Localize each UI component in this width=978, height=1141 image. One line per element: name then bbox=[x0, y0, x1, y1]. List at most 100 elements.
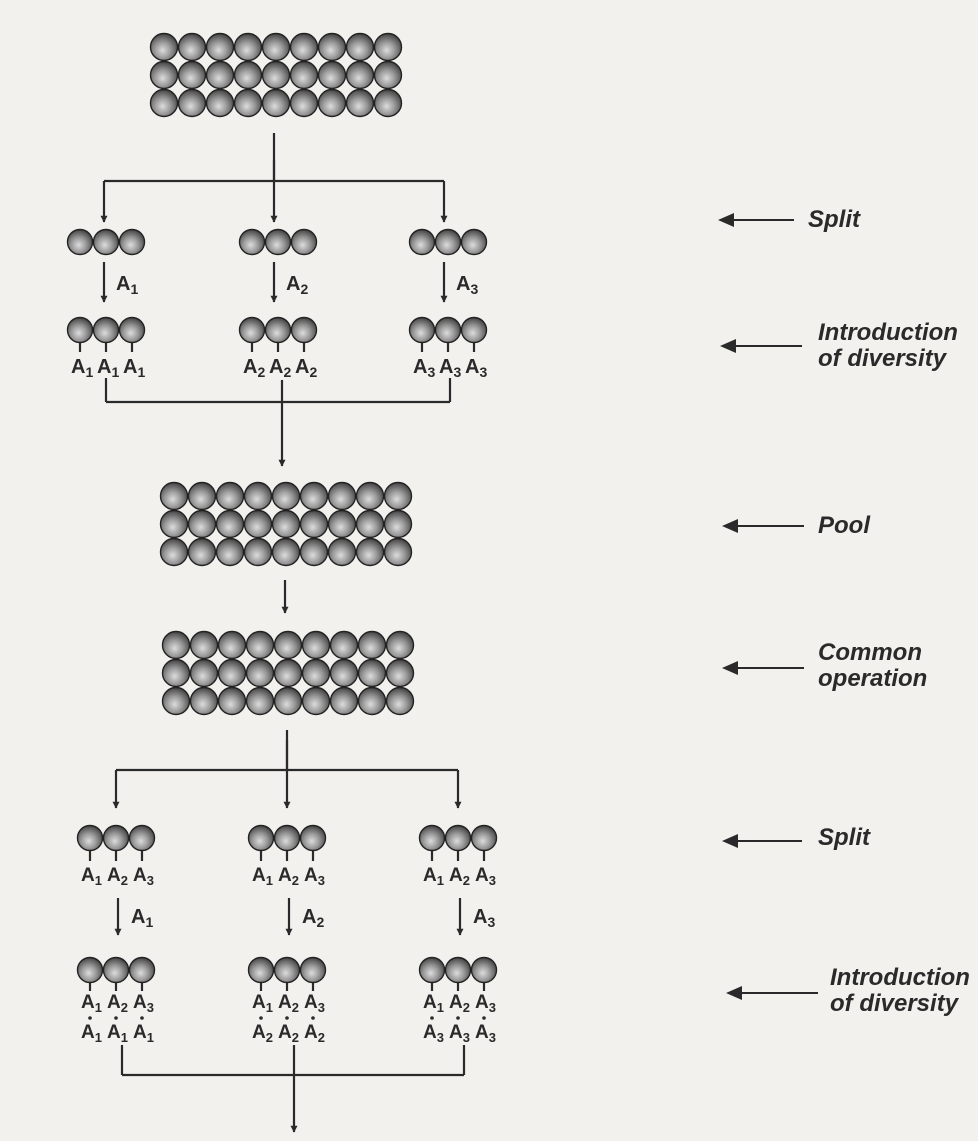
resin-bead bbox=[177, 32, 207, 62]
resin-bead bbox=[329, 686, 359, 716]
resin-bead bbox=[327, 509, 357, 539]
resin-bead bbox=[273, 686, 303, 716]
resin-bead bbox=[273, 658, 303, 688]
bead-array-pool bbox=[159, 481, 413, 567]
resin-bead bbox=[470, 824, 498, 852]
resin-bead bbox=[289, 60, 319, 90]
resin-bead bbox=[273, 956, 301, 984]
resin-bead bbox=[301, 658, 331, 688]
block-label: A2 bbox=[269, 356, 291, 380]
resin-bead bbox=[238, 228, 266, 256]
linker-dot bbox=[456, 1016, 460, 1020]
resin-bead bbox=[233, 60, 263, 90]
resin-bead bbox=[327, 481, 357, 511]
reagent-label: A1 bbox=[116, 273, 138, 297]
resin-bead bbox=[159, 537, 189, 567]
resin-bead bbox=[271, 509, 301, 539]
resin-bead bbox=[161, 658, 191, 688]
resin-bead bbox=[357, 686, 387, 716]
block-label: A2 bbox=[278, 1022, 299, 1045]
resin-bead bbox=[161, 630, 191, 660]
resin-bead bbox=[301, 686, 331, 716]
resin-bead bbox=[215, 509, 245, 539]
resin-bead bbox=[76, 956, 104, 984]
linker-dot bbox=[140, 1016, 144, 1020]
block-label: A3 bbox=[475, 1022, 496, 1045]
resin-bead bbox=[470, 956, 498, 984]
block-label: A1 bbox=[252, 992, 273, 1015]
resin-bead bbox=[161, 686, 191, 716]
resin-bead bbox=[373, 60, 403, 90]
reagent-label: A3 bbox=[473, 906, 495, 930]
resin-bead bbox=[149, 88, 179, 118]
resin-bead bbox=[383, 537, 413, 567]
block-label: A1 bbox=[71, 356, 93, 380]
resin-bead bbox=[177, 60, 207, 90]
resin-bead bbox=[327, 537, 357, 567]
resin-bead bbox=[66, 228, 94, 256]
block-label: A3 bbox=[475, 865, 496, 888]
resin-bead bbox=[92, 316, 120, 344]
resin-bead bbox=[187, 537, 217, 567]
block-label: A3 bbox=[423, 1022, 444, 1045]
linker-dot bbox=[88, 1016, 92, 1020]
resin-bead bbox=[290, 228, 318, 256]
resin-bead bbox=[299, 481, 329, 511]
resin-bead bbox=[373, 88, 403, 118]
resin-bead bbox=[460, 316, 488, 344]
resin-bead bbox=[102, 824, 130, 852]
resin-bead bbox=[205, 60, 235, 90]
block-label: A2 bbox=[107, 865, 128, 888]
resin-bead bbox=[247, 956, 275, 984]
resin-bead bbox=[189, 686, 219, 716]
linker-dot bbox=[285, 1016, 289, 1020]
block-label: A3 bbox=[304, 992, 325, 1015]
resin-bead bbox=[233, 88, 263, 118]
resin-bead bbox=[217, 630, 247, 660]
resin-bead bbox=[92, 228, 120, 256]
resin-bead bbox=[102, 956, 130, 984]
resin-bead bbox=[460, 228, 488, 256]
resin-bead bbox=[273, 630, 303, 660]
label-split-1: Split bbox=[808, 206, 860, 233]
block-label: A3 bbox=[465, 356, 487, 380]
block-label: A2 bbox=[295, 356, 317, 380]
block-label: A1 bbox=[81, 992, 102, 1015]
resin-bead bbox=[329, 630, 359, 660]
resin-bead bbox=[317, 88, 347, 118]
resin-bead bbox=[245, 630, 275, 660]
bead-array-common bbox=[161, 630, 415, 716]
label-pool: Pool bbox=[818, 512, 870, 539]
resin-bead bbox=[245, 686, 275, 716]
block-label: A3 bbox=[304, 865, 325, 888]
resin-bead bbox=[271, 537, 301, 567]
bead-array-top bbox=[149, 32, 403, 118]
label-arrow-diversity-1 bbox=[720, 339, 802, 353]
linker-dot bbox=[114, 1016, 118, 1020]
resin-bead bbox=[290, 316, 318, 344]
label-arrow-diversity-2 bbox=[726, 986, 818, 1000]
block-label: A2 bbox=[449, 865, 470, 888]
resin-bead bbox=[264, 316, 292, 344]
resin-bead bbox=[383, 481, 413, 511]
resin-bead bbox=[159, 481, 189, 511]
reagent-label: A2 bbox=[302, 906, 324, 930]
linker-dot bbox=[482, 1016, 486, 1020]
resin-bead bbox=[261, 60, 291, 90]
block-label: A1 bbox=[81, 1022, 102, 1045]
resin-bead bbox=[299, 824, 327, 852]
block-label: A3 bbox=[475, 992, 496, 1015]
resin-bead bbox=[205, 32, 235, 62]
label-arrow-common-operation bbox=[722, 661, 804, 675]
block-label: A1 bbox=[97, 356, 119, 380]
resin-bead bbox=[177, 88, 207, 118]
resin-bead bbox=[299, 956, 327, 984]
resin-bead bbox=[373, 32, 403, 62]
resin-bead bbox=[76, 824, 104, 852]
block-label: A3 bbox=[133, 865, 154, 888]
block-label: A1 bbox=[423, 992, 444, 1015]
resin-bead bbox=[247, 824, 275, 852]
resin-bead bbox=[301, 630, 331, 660]
resin-bead bbox=[434, 316, 462, 344]
